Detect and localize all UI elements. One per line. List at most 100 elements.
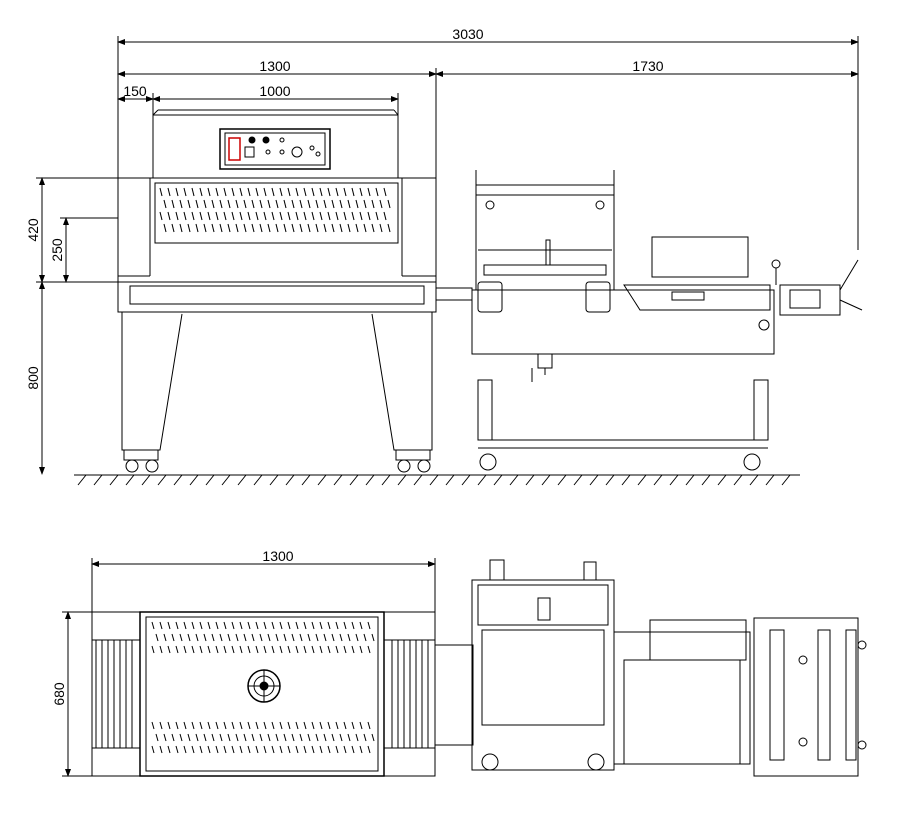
perforation-slot — [163, 733, 167, 742]
perforation-slot — [271, 745, 275, 754]
perforation-slot — [167, 721, 171, 730]
perforation-slot — [315, 733, 319, 742]
perforation-slot — [295, 211, 299, 221]
perforation-slot — [159, 745, 163, 754]
perforation-slot — [203, 733, 207, 742]
perforation-slot — [187, 223, 191, 233]
perforation-slot — [183, 721, 187, 730]
perforation-slot — [347, 733, 351, 742]
ground-line — [74, 474, 800, 486]
perforation-slot — [255, 187, 259, 197]
front-view: 3030 1300 1730 150 1000 420 — [25, 26, 863, 486]
perforation-slot — [283, 633, 287, 642]
perforation-slot — [299, 223, 303, 233]
dim-label-tunnel-length: 1300 — [259, 58, 290, 74]
perforation-slot — [259, 223, 263, 233]
perforation-slot — [375, 187, 379, 197]
perforation-slot — [359, 721, 363, 730]
perforation-slot — [187, 199, 191, 209]
perforation-slot — [383, 211, 387, 221]
perforation-slot — [315, 633, 319, 642]
perforation-slot — [291, 633, 295, 642]
perforation-slot — [287, 721, 291, 730]
perforation-slot — [159, 211, 163, 221]
perforation-slot — [199, 187, 203, 197]
perforation-slot — [207, 211, 211, 221]
top-perforated-panel-upper — [151, 621, 375, 654]
perforation-slot — [331, 199, 335, 209]
perforation-slot — [203, 633, 207, 642]
perforation-slot — [335, 187, 339, 197]
dim-label-chamber-height: 420 — [25, 218, 41, 242]
perforation-slot — [327, 211, 331, 221]
perforation-slot — [359, 621, 363, 630]
perforation-slot — [263, 645, 267, 654]
perforation-slot — [175, 211, 179, 221]
perforation-slot — [151, 645, 155, 654]
perforation-slot — [283, 733, 287, 742]
perforation-slot — [199, 211, 203, 221]
perforation-slot — [367, 187, 371, 197]
perforation-slot — [287, 211, 291, 221]
perforation-slot — [231, 721, 235, 730]
perforation-slot — [239, 211, 243, 221]
dim-label-chamber-length: 1000 — [259, 83, 290, 99]
perforation-slot — [207, 187, 211, 197]
perforation-slot — [363, 223, 367, 233]
perforation-slot — [247, 721, 251, 730]
perforation-slot — [211, 199, 215, 209]
perforation-slot — [227, 633, 231, 642]
perforation-slot — [359, 745, 363, 754]
perforation-slot — [175, 745, 179, 754]
dim-label-opening-height: 250 — [49, 238, 65, 262]
perforation-slot — [263, 187, 267, 197]
shrink-tunnel-front — [117, 109, 437, 473]
perforation-slot — [159, 621, 163, 630]
perforation-slot — [287, 745, 291, 754]
perforation-slot — [279, 211, 283, 221]
perforation-slot — [307, 199, 311, 209]
perforation-slot — [191, 621, 195, 630]
perforation-slot — [175, 621, 179, 630]
perforation-slot — [191, 645, 195, 654]
perforation-slot — [207, 745, 211, 754]
perforation-slot — [263, 621, 267, 630]
perforation-slot — [287, 187, 291, 197]
perforation-slot — [199, 721, 203, 730]
perforation-slot — [359, 211, 363, 221]
perforation-slot — [315, 223, 319, 233]
perforation-slot — [271, 211, 275, 221]
perforation-slot — [343, 721, 347, 730]
perforation-slot — [211, 733, 215, 742]
perforation-slot — [215, 187, 219, 197]
perforation-slot — [255, 621, 259, 630]
perforation-slot — [379, 223, 383, 233]
dimension-offset: 150 — [117, 83, 154, 102]
perforation-slot — [235, 223, 239, 233]
perforation-slot — [355, 223, 359, 233]
perforation-slot — [283, 223, 287, 233]
perforation-slot — [355, 733, 359, 742]
perforation-slot — [323, 199, 327, 209]
perforation-slot — [207, 621, 211, 630]
perforation-slot — [311, 721, 315, 730]
perforation-slot — [331, 733, 335, 742]
film-unwinder — [758, 259, 863, 331]
dim-label-total-length: 3030 — [452, 26, 483, 42]
perforation-slot — [271, 621, 275, 630]
perforation-slot — [371, 223, 375, 233]
perforation-slot — [331, 633, 335, 642]
perforation-slot — [351, 745, 355, 754]
perforation-slot — [335, 721, 339, 730]
dimension-table-height: 800 — [25, 281, 118, 475]
perforation-slot — [295, 645, 299, 654]
perforation-slot — [331, 223, 335, 233]
perforation-slot — [199, 621, 203, 630]
perforation-slot — [335, 645, 339, 654]
perforation-slot — [191, 745, 195, 754]
perforation-slot — [211, 633, 215, 642]
perforation-slot — [247, 645, 251, 654]
perforation-slot — [195, 733, 199, 742]
perforation-slot — [259, 199, 263, 209]
